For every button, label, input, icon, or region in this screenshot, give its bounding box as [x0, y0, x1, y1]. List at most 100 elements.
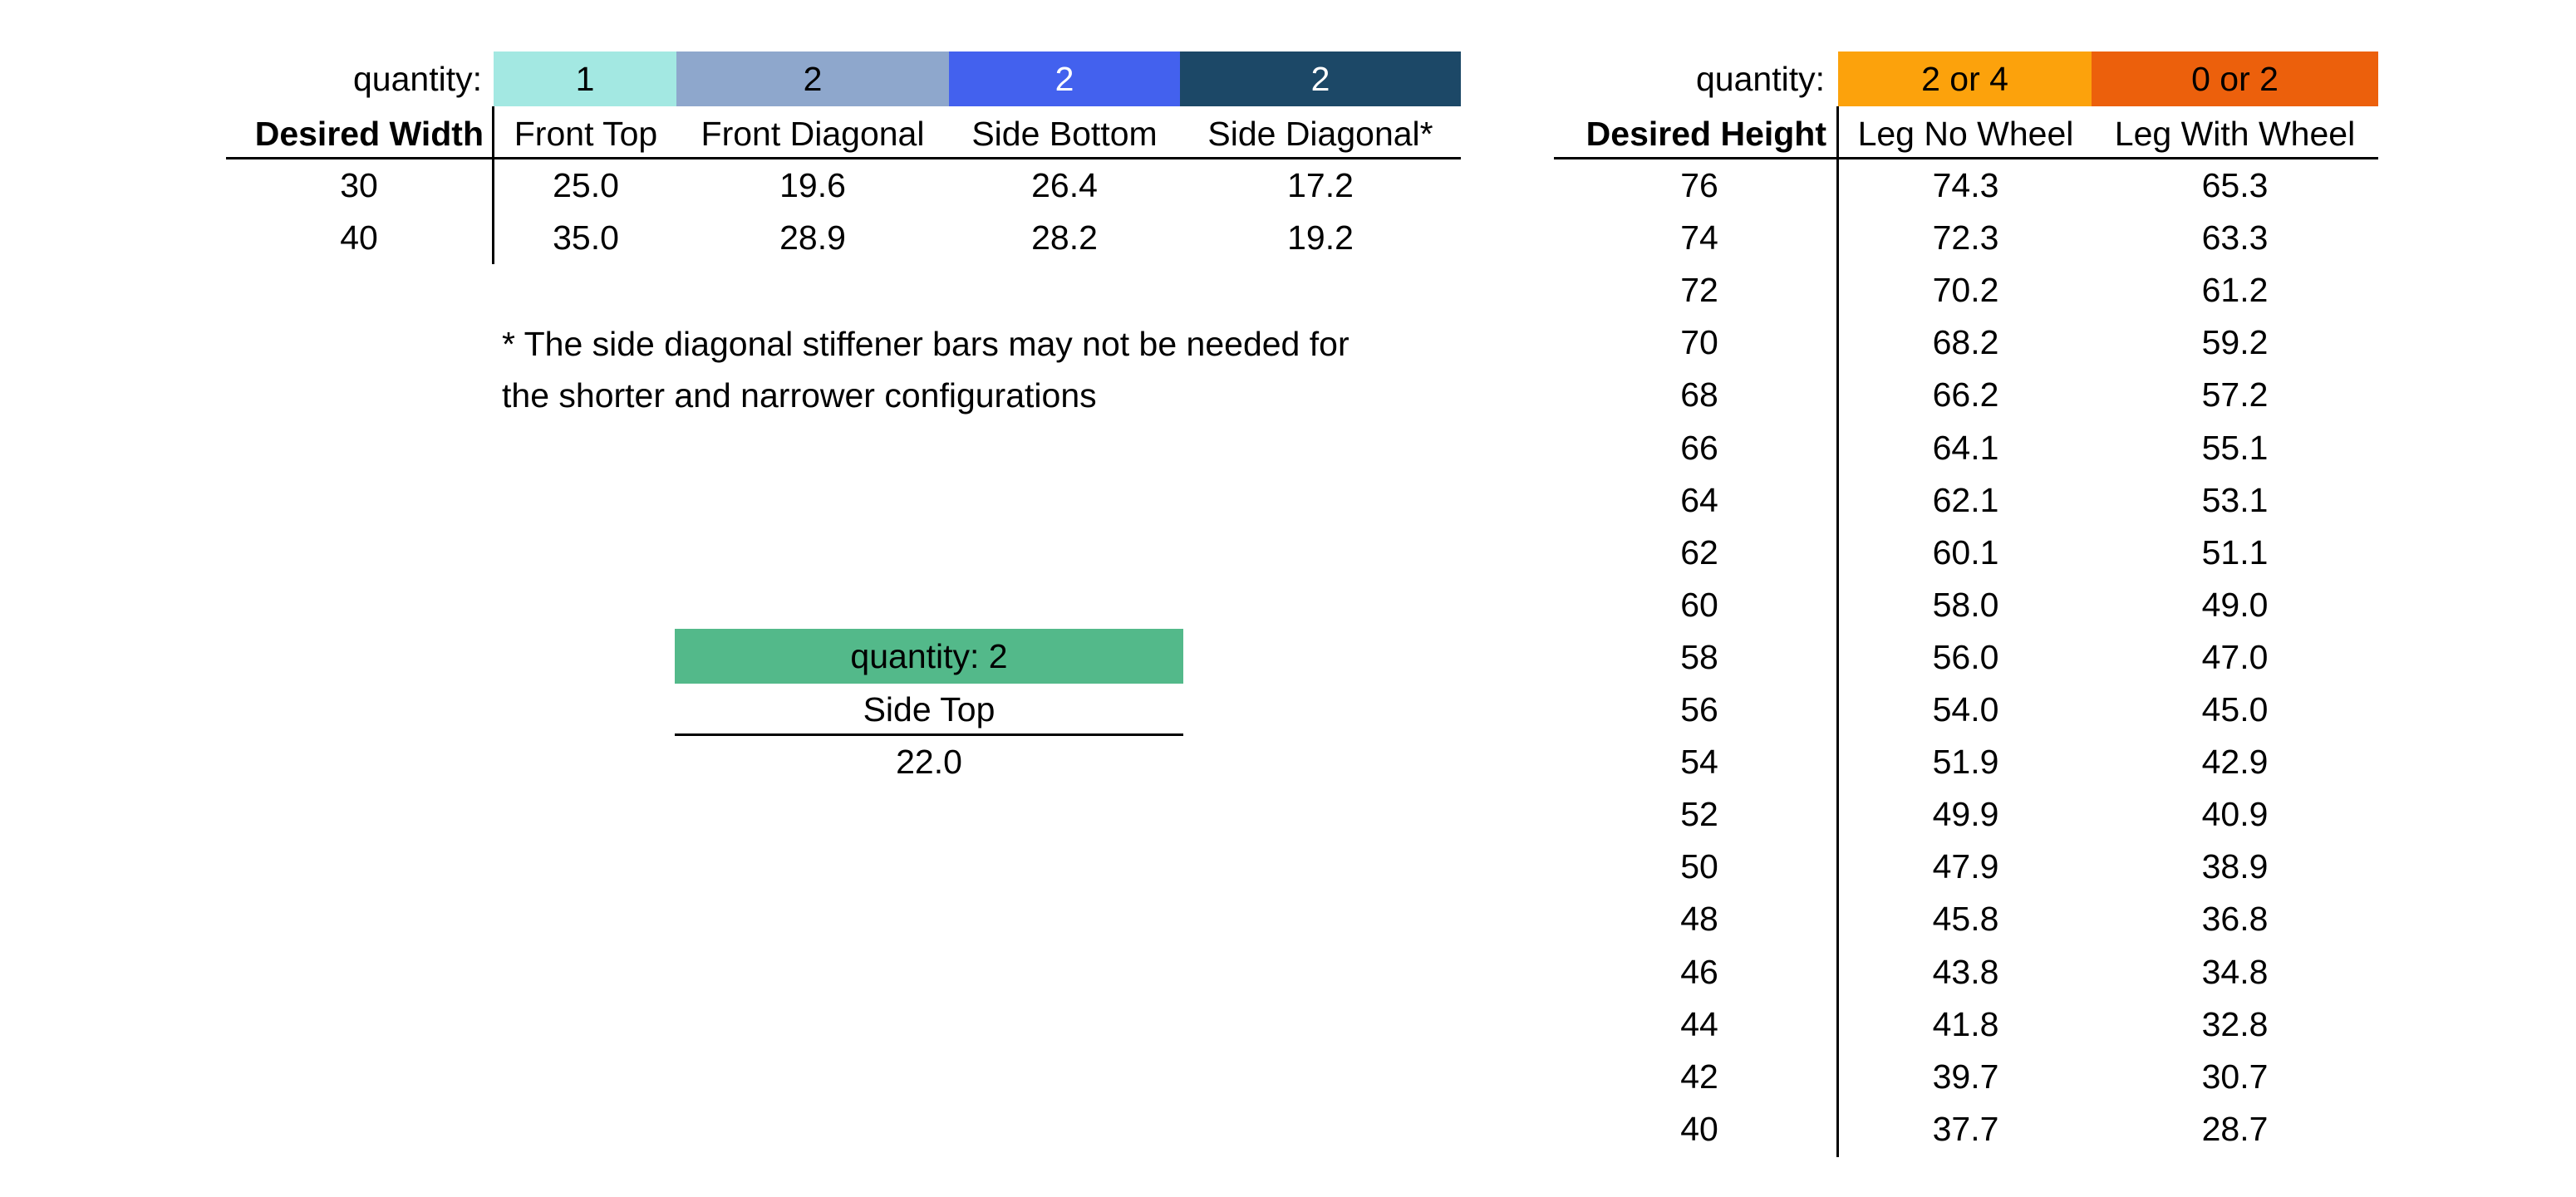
- height-row-value: 43.8: [1932, 952, 1999, 991]
- height-row-value: 72.3: [1932, 218, 1999, 258]
- width-row-value: 28.2: [1031, 218, 1098, 257]
- height-row-key: 76: [1680, 166, 1718, 204]
- leg-no-wheel-header: Leg No Wheel: [1857, 114, 2074, 153]
- height-row-value: 38.9: [2201, 847, 2269, 886]
- leg-with-wheel-header: Leg With Wheel: [2114, 114, 2356, 153]
- height-row-value: 62.1: [1932, 480, 1999, 519]
- desired-width-header: Desired Width: [254, 114, 484, 153]
- height-quantity-label: quantity:: [1696, 59, 1825, 98]
- height-row-value: 58.0: [1932, 585, 1999, 624]
- height-row-key: 52: [1680, 795, 1718, 834]
- height-row-value: 39.7: [1932, 1057, 1999, 1096]
- leg-no-wheel-qty: 2 or 4: [1921, 59, 2008, 98]
- leg-with-wheel-qty: 0 or 2: [2191, 59, 2279, 98]
- height-row-value: 49.0: [2201, 585, 2269, 624]
- height-row-value: 40.9: [2201, 795, 2269, 834]
- width-row-value: 25.0: [553, 166, 619, 204]
- height-row-key: 58: [1680, 637, 1718, 676]
- footnote-line-1: * The side diagonal stiffener bars may n…: [502, 324, 1349, 363]
- side-top-qty-fill: [675, 629, 1183, 684]
- height-row-key: 66: [1680, 428, 1718, 467]
- height-row-value: 41.8: [1932, 1004, 1999, 1043]
- height-row-key: 56: [1680, 690, 1718, 729]
- side-diagonal-qty: 2: [1310, 59, 1330, 98]
- front-top-qty: 1: [575, 59, 595, 98]
- height-row-value: 30.7: [2201, 1057, 2269, 1096]
- height-row-value: 60.1: [1932, 532, 1999, 572]
- height-row-value: 42.9: [2201, 743, 2269, 782]
- height-row-value: 66.2: [1932, 375, 1999, 415]
- width-row-value: 19.2: [1287, 218, 1354, 257]
- height-row-value: 45.8: [1932, 900, 1999, 939]
- height-row-key: 54: [1680, 743, 1718, 782]
- side-diagonal-header: Side Diagonal*: [1207, 114, 1433, 153]
- height-row-key: 62: [1680, 532, 1718, 572]
- width-header-rule: [226, 157, 1461, 159]
- height-row-value: 64.1: [1932, 428, 1999, 467]
- height-row-value: 57.2: [2201, 375, 2269, 415]
- side-diagonal-qty-fill: [1180, 52, 1461, 106]
- side-top-qty: quantity: 2: [850, 636, 1008, 675]
- height-row-value: 55.1: [2201, 428, 2269, 467]
- height-row-value: 34.8: [2201, 952, 2269, 991]
- height-row-value: 61.2: [2201, 271, 2269, 310]
- side-top-header: Side Top: [863, 689, 995, 729]
- width-row-value: 17.2: [1287, 166, 1354, 204]
- height-row-value: 28.7: [2201, 1109, 2269, 1148]
- height-row-key: 42: [1680, 1057, 1718, 1096]
- front-diagonal-qty-fill: [676, 52, 949, 106]
- height-row-value: 37.7: [1932, 1109, 1999, 1148]
- height-row-value: 70.2: [1932, 271, 1999, 310]
- height-row-key: 70: [1680, 323, 1718, 362]
- width-row-value: 28.9: [779, 218, 846, 257]
- width-row-key: 30: [340, 166, 378, 204]
- front-diagonal-header: Front Diagonal: [701, 114, 925, 153]
- width-quantity-label: quantity:: [353, 59, 482, 98]
- height-row-value: 32.8: [2201, 1004, 2269, 1043]
- width-row-value: 35.0: [553, 218, 619, 257]
- height-row-key: 46: [1680, 952, 1718, 991]
- height-row-value: 65.3: [2201, 166, 2269, 204]
- height-row-value: 54.0: [1932, 690, 1999, 729]
- side-top-rule: [675, 733, 1183, 736]
- height-row-key: 64: [1680, 480, 1718, 519]
- side-bottom-qty-fill: [949, 52, 1180, 106]
- height-row-key: 44: [1680, 1004, 1718, 1043]
- height-row-key: 40: [1680, 1109, 1718, 1148]
- height-row-key: 72: [1680, 271, 1718, 310]
- height-row-key: 60: [1680, 585, 1718, 624]
- width-row-key: 40: [340, 218, 378, 257]
- height-row-value: 74.3: [1932, 166, 1999, 204]
- height-row-value: 68.2: [1932, 323, 1999, 362]
- width-key-divider: [492, 106, 494, 264]
- height-row-value: 59.2: [2201, 323, 2269, 362]
- height-row-value: 63.3: [2201, 218, 2269, 258]
- leg-with-wheel-qty-fill: [2092, 52, 2378, 106]
- front-top-qty-fill: [494, 52, 676, 106]
- footnote-line-2: the shorter and narrower configurations: [502, 375, 1097, 415]
- height-row-value: 45.0: [2201, 690, 2269, 729]
- height-row-value: 36.8: [2201, 900, 2269, 939]
- height-header-rule: [1554, 157, 2378, 159]
- height-row-value: 51.9: [1932, 743, 1999, 782]
- width-row-value: 19.6: [779, 166, 846, 204]
- height-row-value: 51.1: [2201, 532, 2269, 572]
- height-key-divider: [1836, 106, 1839, 1157]
- height-row-value: 47.0: [2201, 637, 2269, 676]
- height-row-value: 53.1: [2201, 480, 2269, 519]
- height-row-value: 56.0: [1932, 637, 1999, 676]
- side-top-value: 22.0: [896, 743, 962, 781]
- width-row-value: 26.4: [1031, 166, 1098, 204]
- height-row-key: 48: [1680, 900, 1718, 939]
- height-row-key: 74: [1680, 218, 1718, 258]
- height-row-key: 50: [1680, 847, 1718, 886]
- desired-height-header: Desired Height: [1585, 114, 1826, 153]
- height-row-value: 47.9: [1932, 847, 1999, 886]
- front-diagonal-qty: 2: [803, 59, 823, 98]
- height-row-key: 68: [1680, 375, 1718, 415]
- leg-no-wheel-qty-fill: [1838, 52, 2092, 106]
- side-bottom-header: Side Bottom: [971, 114, 1158, 153]
- side-bottom-qty: 2: [1054, 59, 1074, 98]
- height-row-value: 49.9: [1932, 795, 1999, 834]
- front-top-header: Front Top: [514, 114, 658, 153]
